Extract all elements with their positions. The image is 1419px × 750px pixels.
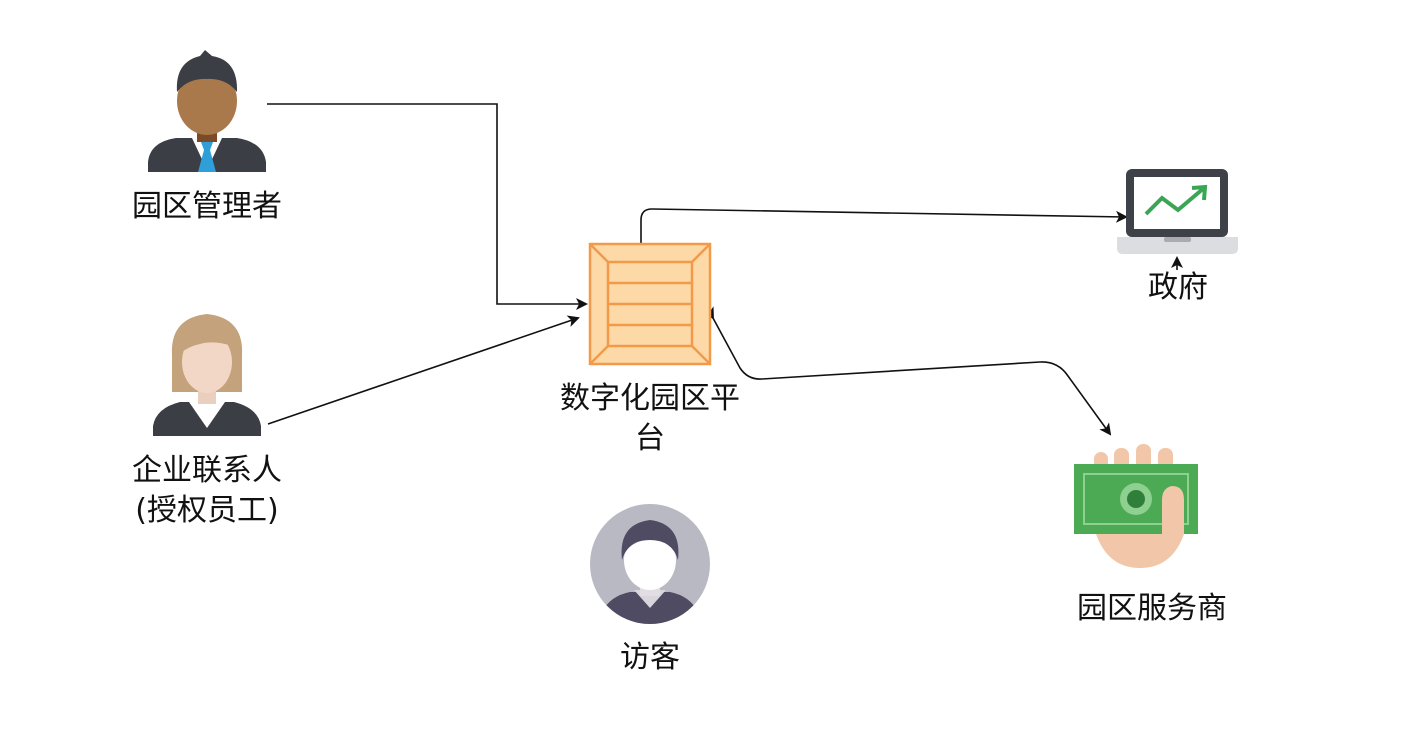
edge-platform-government [635,208,1128,260]
edge-contact-to-platform [267,315,580,425]
businessman-icon [148,50,266,172]
label-platform-line1: 数字化园区平 [560,381,740,416]
crate-icon [588,242,712,366]
visitor-avatar-icon [590,504,710,624]
label-service-provider: 园区服务商 [1077,591,1227,626]
hand-money-icon [1074,444,1198,568]
label-visitor: 访客 [620,640,680,675]
label-government: 政府 [1148,270,1208,305]
businesswoman-icon [153,314,261,436]
label-park-manager: 园区管理者 [132,189,282,224]
edge-manager-to-platform [267,103,588,310]
edges [267,103,1128,436]
edge-platform-service-provider [702,306,1112,436]
laptop-chart-icon [1117,169,1238,254]
label-enterprise-contact-line2: (授权员工) [135,493,279,528]
label-enterprise-contact-line1: 企业联系人 [132,453,282,488]
label-platform-line2: 台 [635,421,665,456]
